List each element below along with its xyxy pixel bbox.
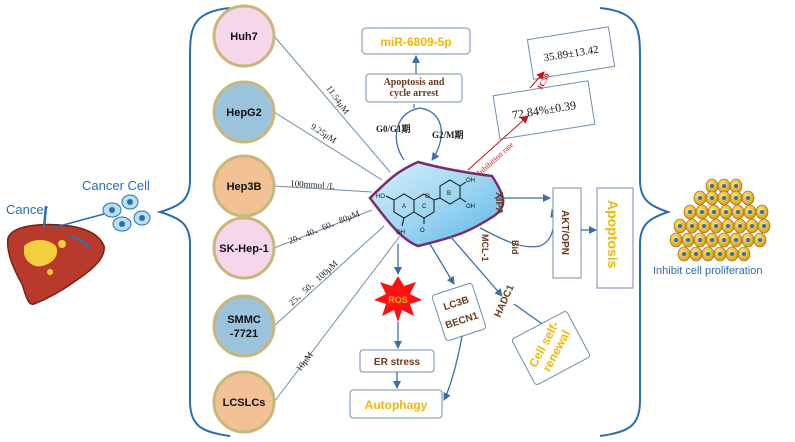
- g0g1-label: G0/G1期: [376, 123, 411, 134]
- flavone-structure: [385, 179, 467, 227]
- dose-lcslc: 10μM: [294, 350, 315, 373]
- lc3b-to-autophagy: [443, 335, 463, 401]
- svg-text:B: B: [447, 191, 451, 197]
- cell-line-name: SK-Hep-1: [219, 243, 269, 255]
- self-renewal-box: [511, 311, 591, 385]
- dose-skhep1: 20、40、60、80μM: [287, 208, 361, 246]
- mir-box: [361, 27, 471, 55]
- svg-text:OH: OH: [466, 204, 475, 210]
- cell-line-1: HepG2: [212, 80, 276, 144]
- svg-text:O: O: [425, 194, 430, 200]
- cell-line-connectors: [273, 35, 401, 403]
- er-stress-label: ER stress: [374, 357, 421, 368]
- cell-line-name: Hep3B: [227, 181, 262, 193]
- left-brace: [156, 7, 231, 437]
- apoptosis-arrest-box: [365, 73, 463, 103]
- cell-line-0: Huh7: [212, 4, 276, 68]
- akt-box: [552, 187, 582, 279]
- apoptosis-label: Apoptosis: [605, 200, 621, 269]
- cell-cycle-arc: [395, 107, 442, 161]
- dose-smmc: 25、50、100μM: [287, 258, 340, 307]
- right-brace: [599, 7, 672, 437]
- svg-text:OH: OH: [396, 230, 405, 236]
- cancer-label: Cancer: [6, 202, 49, 217]
- cell-cluster-icon: [669, 178, 771, 262]
- cancer-cell-label: Cancer Cell: [82, 178, 150, 193]
- ros-burst: [374, 276, 422, 322]
- compound-rhombus: [368, 160, 505, 248]
- mir-label: miR-6809-5p: [380, 35, 451, 49]
- apoptosis-box: [596, 187, 634, 289]
- inhibit-label: Inhibit cell proliferation: [653, 265, 762, 277]
- liver-illustration: [6, 205, 105, 305]
- akt-label: AKT/OPN: [559, 210, 570, 255]
- mcl1-label: MCL-1: [480, 234, 490, 262]
- svg-text:C: C: [422, 204, 427, 210]
- svg-text:OH: OH: [466, 178, 475, 184]
- cell-line-name: SMMC: [227, 314, 261, 326]
- dose-hepg2: 9.25μM: [309, 121, 338, 145]
- bid-label: Bid: [510, 240, 520, 255]
- cell-line-4: SMMC -7721: [212, 294, 276, 358]
- lc3b-box: [431, 282, 487, 342]
- cell-line-name: LCSLCs: [223, 397, 266, 409]
- cell-line-5: LCSLCs: [212, 370, 276, 434]
- dose-hep3b: 100mmol /L: [290, 178, 335, 191]
- cell-line-name: -7721: [230, 328, 258, 340]
- svg-text:A: A: [402, 204, 406, 210]
- ic50-box: [526, 26, 616, 80]
- cell-line-2: Hep3B: [212, 154, 276, 218]
- g2m-label: G2/M期: [432, 129, 464, 140]
- cancer-connector: [51, 213, 105, 229]
- xipa-label: XIPA: [493, 192, 504, 215]
- cell-line-name: HepG2: [226, 107, 261, 119]
- cell-line-3: SK-Hep-1: [212, 216, 276, 280]
- svg-text:O: O: [420, 228, 425, 234]
- ros-label: ROS: [388, 295, 408, 305]
- cell-line-name: Huh7: [230, 31, 258, 43]
- hadc1-label: HADC1: [493, 283, 517, 319]
- svg-text:HO: HO: [376, 194, 385, 200]
- autophagy-label: Autophagy: [365, 398, 428, 412]
- molecule-labels: HO OH OH OH O O A B C: [376, 178, 475, 236]
- autophagy-box: [349, 389, 443, 419]
- cancer-cells-icon: [102, 194, 151, 232]
